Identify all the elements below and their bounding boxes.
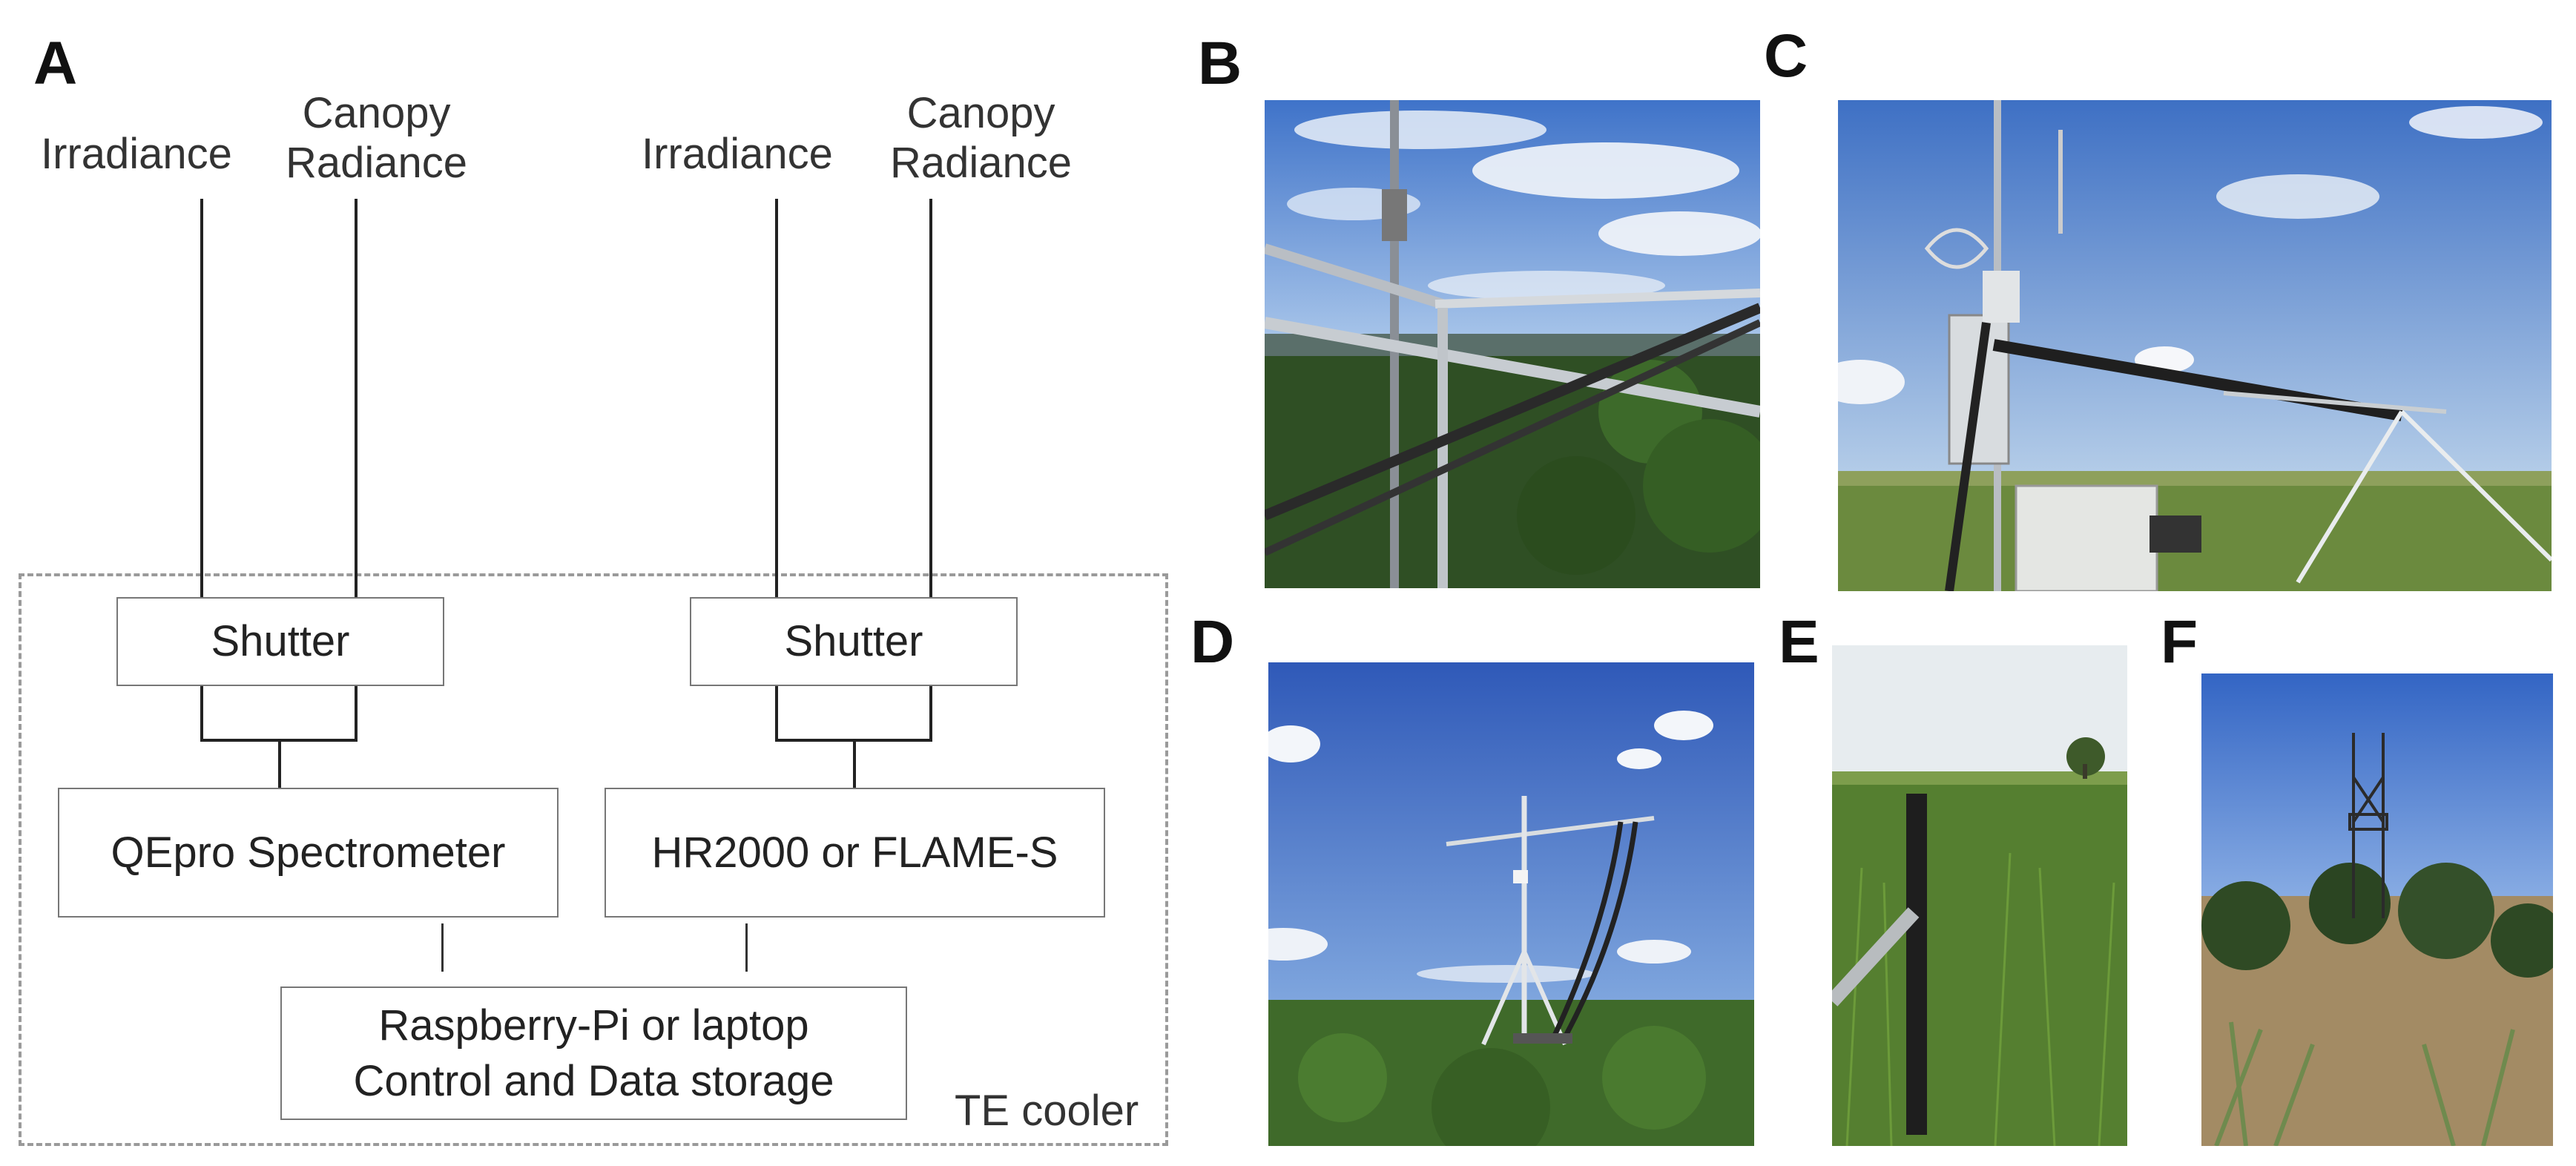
left-shutter-out-1 (200, 686, 203, 742)
left-canopy-fiber (355, 199, 358, 597)
panel-label-f: F (2161, 608, 2198, 676)
hr2000-flame-label: HR2000 or FLAME-S (651, 828, 1058, 877)
controller-box: Raspberry-Pi or laptop Control and Data … (280, 987, 907, 1120)
te-cooler-label: TE cooler (955, 1087, 1139, 1135)
panel-label-d: D (1190, 608, 1235, 676)
te-cooler-enclosure (19, 573, 1168, 1146)
left-irradiance-fiber (200, 199, 203, 597)
right-shutter-out-2 (929, 686, 932, 742)
right-irradiance-label: Irradiance (642, 130, 833, 178)
qepro-spectrometer-label: QEpro Spectrometer (111, 828, 506, 877)
right-canopy-radiance-label: Canopy Radiance (890, 89, 1073, 187)
photo-f-shrubland-tower (2201, 673, 2553, 1146)
photo-b-forest-tower (1265, 100, 1760, 588)
qepro-spectrometer-box: QEpro Spectrometer (58, 788, 559, 918)
left-shutter-label: Shutter (211, 617, 350, 666)
panel-label-b: B (1198, 30, 1242, 97)
controller-line-2: Control and Data storage (353, 1057, 834, 1105)
photo-e-rice-paddy (1832, 645, 2127, 1146)
right-irradiance-fiber (775, 199, 778, 597)
panel-label-c: C (1764, 22, 1808, 90)
photo-c-grassland-tower (1838, 100, 2552, 591)
left-shutter-out-2 (355, 686, 358, 742)
panel-label-a: A (33, 30, 78, 97)
right-shutter-out-1 (775, 686, 778, 742)
left-shutter-box: Shutter (116, 597, 444, 686)
hr2000-flame-box: HR2000 or FLAME-S (605, 788, 1105, 918)
hr2000-to-controller-link (745, 923, 748, 972)
left-canopy-radiance-label: Canopy Radiance (286, 89, 468, 187)
photo-d-soybean-field (1268, 662, 1754, 1146)
right-shutter-label: Shutter (784, 617, 923, 666)
left-irradiance-label: Irradiance (41, 130, 232, 178)
qepro-to-controller-link (441, 923, 444, 972)
right-canopy-fiber (929, 199, 932, 597)
left-combiner-stem (278, 739, 281, 789)
panel-label-e: E (1779, 608, 1819, 676)
right-combiner-stem (853, 739, 856, 789)
controller-line-1: Raspberry-Pi or laptop (378, 1001, 809, 1050)
right-shutter-box: Shutter (690, 597, 1018, 686)
